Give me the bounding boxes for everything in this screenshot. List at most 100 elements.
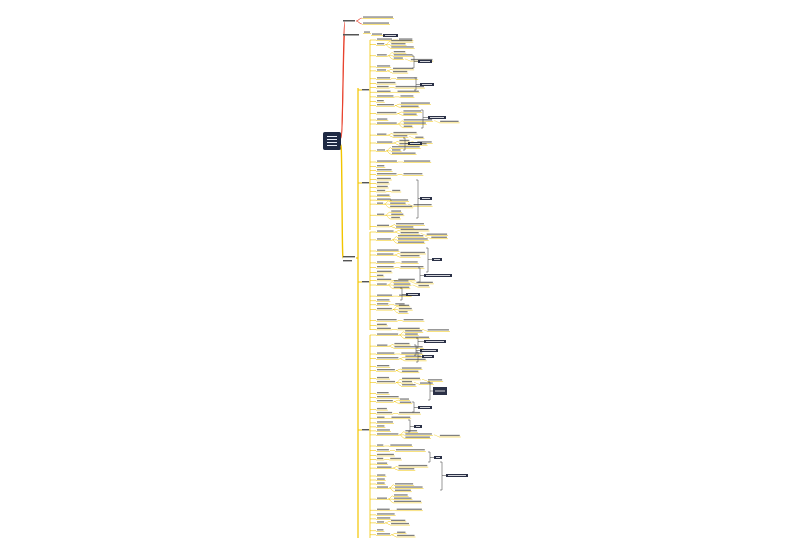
node-text: [391, 522, 409, 525]
node-text: [390, 457, 401, 460]
node-text: [377, 416, 385, 418]
node-text: [377, 249, 399, 251]
node-text: [377, 486, 388, 488]
connector-line: [410, 281, 416, 284]
node-text: [377, 270, 392, 272]
connector-line: [391, 532, 397, 536]
connector-line: [413, 382, 419, 385]
node-text: [397, 534, 415, 537]
node-text: [390, 199, 409, 201]
connector-line: [385, 150, 392, 155]
node-text: [390, 205, 413, 207]
node-text: [393, 70, 408, 73]
node-text: [377, 307, 392, 310]
node-text: [394, 500, 422, 502]
callout-text: [435, 390, 445, 392]
node-text: [405, 430, 418, 432]
node-text: [377, 411, 393, 414]
connector-line: [397, 120, 403, 125]
connector-line: [393, 142, 399, 145]
connector-line: [392, 309, 398, 313]
connector-line: [385, 522, 391, 525]
connector-line: [394, 103, 400, 106]
connector-line: [421, 329, 427, 331]
node-text: [377, 81, 396, 84]
node-text: [396, 223, 424, 225]
connector-line: [387, 69, 393, 72]
connector-line: [399, 334, 405, 339]
callout-text: [385, 35, 396, 36]
node-text: [431, 236, 447, 238]
node-text: [343, 20, 355, 22]
callout-text: [430, 117, 444, 118]
node-text: [419, 382, 433, 384]
connector-line: [393, 141, 399, 144]
node-text: [377, 261, 395, 263]
node-text: [390, 202, 406, 204]
node-text: [362, 429, 369, 431]
node-text: [405, 336, 430, 338]
node-text: [377, 392, 389, 394]
connector-line: [392, 467, 398, 470]
root-node[interactable]: [323, 132, 341, 150]
node-text: [395, 85, 424, 88]
node-text: [377, 478, 385, 480]
connector-line: [399, 431, 405, 436]
node-text: [399, 401, 412, 403]
node-text: [377, 95, 394, 97]
node-text: [395, 303, 405, 305]
connector-line: [409, 136, 415, 139]
node-text: [377, 100, 384, 102]
node-text: [377, 521, 385, 523]
node-text: [377, 149, 386, 151]
connector-line: [385, 147, 392, 152]
connector-line: [385, 521, 391, 524]
node-text: [377, 327, 391, 329]
connector-line: [392, 466, 398, 469]
node-text: [401, 370, 419, 372]
node-text: [400, 228, 429, 231]
node-text: [392, 146, 420, 148]
node-text: [377, 365, 390, 367]
node-text: [377, 319, 397, 321]
node-text: [400, 266, 424, 268]
node-text: [343, 256, 355, 258]
node-text: [413, 204, 432, 206]
node-text: [390, 444, 412, 446]
connector-line: [385, 214, 391, 219]
node-text: [377, 457, 384, 460]
connector-line: [387, 134, 393, 137]
node-text: [377, 294, 393, 296]
node-text: [377, 69, 387, 71]
callout-text: [410, 143, 420, 144]
connector-line: [387, 70, 393, 73]
node-text: [377, 449, 389, 451]
connector-line: [384, 203, 390, 208]
node-text: [418, 284, 429, 287]
node-text: [401, 352, 423, 354]
node-text: [377, 169, 392, 171]
node-text: [395, 449, 425, 451]
node-text: [377, 444, 384, 446]
node-text: [377, 433, 399, 435]
connector-line: [390, 224, 396, 227]
node-text: [377, 253, 394, 255]
node-text: [377, 160, 397, 162]
node-text: [377, 213, 385, 215]
node-text: [439, 434, 460, 437]
node-text: [405, 436, 430, 438]
callout-text: [408, 294, 418, 295]
node-text: [363, 22, 389, 24]
node-text: [394, 483, 414, 485]
connector-line: [387, 495, 394, 500]
node-text: [377, 453, 394, 456]
node-text: [410, 58, 433, 61]
node-text: [377, 181, 389, 184]
connector-line: [433, 434, 439, 437]
node-text: [377, 283, 387, 285]
node-text: [377, 43, 385, 45]
node-text: [377, 111, 397, 114]
connector-line: [394, 230, 400, 233]
node-text: [377, 230, 394, 232]
